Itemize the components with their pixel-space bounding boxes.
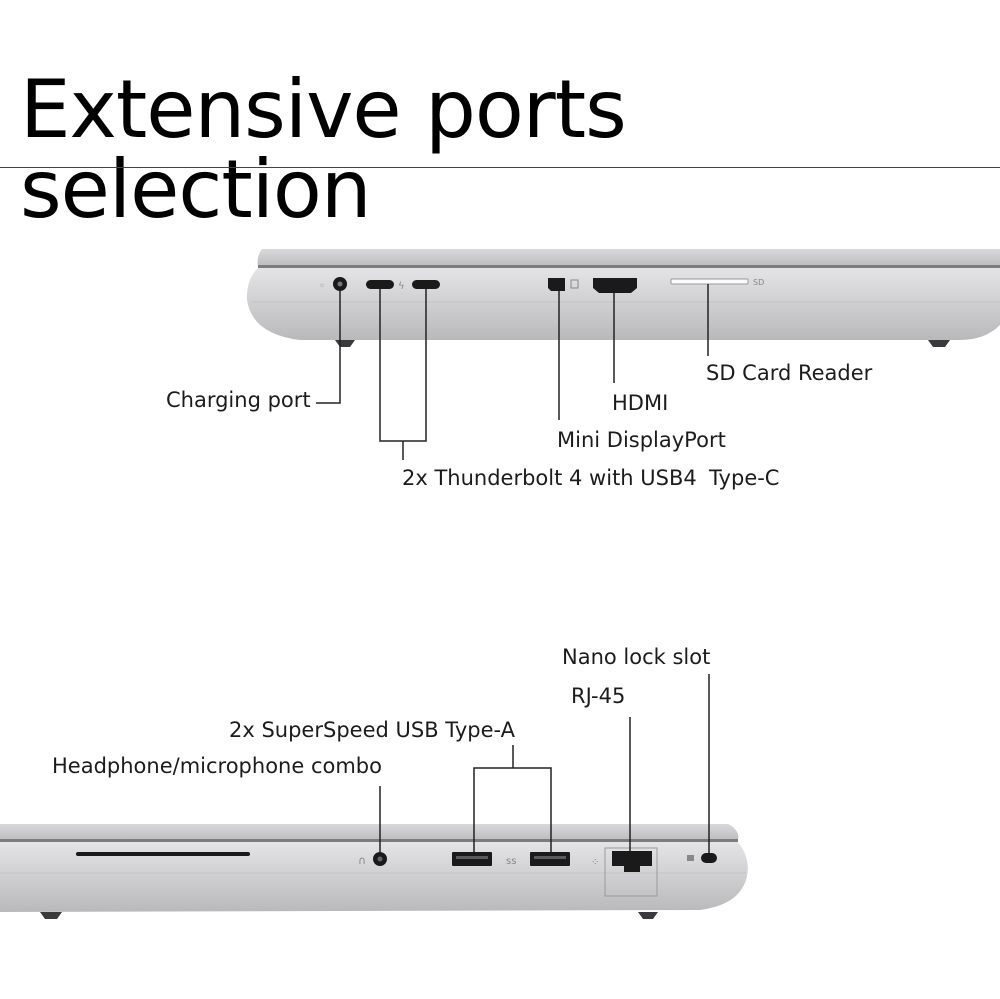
laptop-right-side: ◦ ϟ SD: [246, 249, 1000, 347]
power-glyph-icon: ◦: [319, 281, 325, 292]
card-slot-icon: [76, 852, 250, 856]
nano-lock-slot-label: Nano lock slot: [562, 645, 711, 669]
rj45-label: RJ-45: [571, 684, 626, 708]
superspeed-glyph-icon: ss: [506, 856, 516, 867]
foot: [40, 912, 62, 919]
hinge-line: [258, 265, 1000, 268]
thunderbolt-type-label: Type-C: [709, 466, 780, 490]
charging-port-pin: [337, 281, 343, 287]
foot: [335, 340, 355, 347]
thunderbolt-port-icon: [412, 280, 440, 289]
hdmi-label: HDMI: [612, 391, 669, 415]
foot: [928, 340, 950, 347]
displayport-glyph-icon: [570, 279, 579, 289]
hinge-line: [0, 839, 738, 842]
thunderbolt-port-icon: [366, 280, 394, 289]
leader-lines-right: [316, 284, 709, 460]
lightning-bolt-icon: ϟ: [398, 281, 405, 292]
rj45-door-outline: [604, 847, 658, 897]
foot: [638, 912, 658, 919]
sd-card-slot-icon: [670, 278, 749, 285]
mini-displayport-label: Mini DisplayPort: [557, 428, 726, 452]
title-divider: [0, 167, 1000, 168]
lid-top: [257, 249, 1000, 266]
headset-glyph-icon: ∩: [358, 854, 366, 867]
rj45-port-icon: [612, 851, 652, 872]
page-title: Extensive ports selection: [20, 63, 627, 236]
lid-top: [0, 824, 739, 840]
mini-displayport-icon: [548, 278, 565, 291]
charging-port-label: Charging port: [166, 388, 311, 412]
leader-lines-left: [379, 674, 710, 853]
thunderbolt-label: 2x Thunderbolt 4 with USB4: [402, 466, 697, 490]
sd-glyph-icon: SD: [753, 278, 764, 287]
nano-lock-slot-icon: [701, 853, 717, 863]
usb-a-tongue: [534, 856, 566, 859]
audio-combo-label: Headphone/microphone combo: [52, 754, 382, 778]
hdmi-port-icon: [593, 278, 637, 293]
usb-a-label: 2x SuperSpeed USB Type-A: [229, 718, 515, 742]
audio-jack-pin: [377, 856, 383, 862]
sd-card-reader-label: SD Card Reader: [706, 361, 873, 385]
lock-glyph-icon: [687, 855, 694, 861]
usb-a-tongue: [456, 856, 488, 859]
network-glyph-icon: ⁘: [591, 857, 599, 868]
laptop-left-side: ∩ ss ⁘: [0, 824, 748, 919]
